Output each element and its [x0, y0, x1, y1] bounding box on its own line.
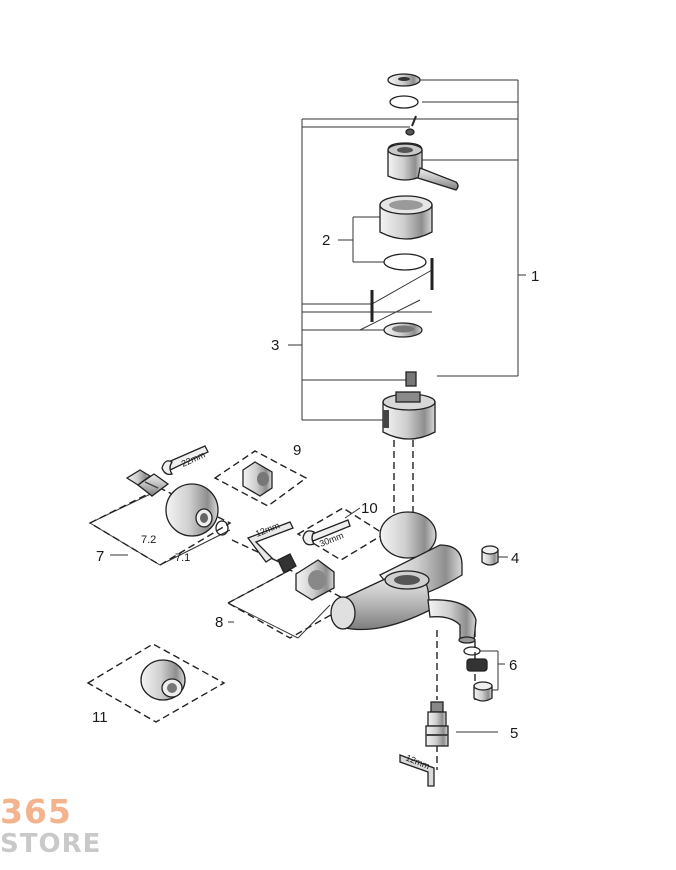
mixer-body [330, 511, 477, 644]
cap-part [387, 73, 421, 87]
label-8: 8 [215, 614, 223, 631]
label-10: 10 [361, 500, 378, 517]
cartridge-part [382, 371, 436, 440]
wall-rosette [165, 483, 219, 537]
label-7-2: 7.2 [141, 534, 156, 546]
label-1: 1 [531, 268, 539, 285]
label-7: 7 [96, 548, 104, 565]
logo-word: STORE [0, 829, 102, 859]
sleeve-part [379, 195, 433, 240]
spanner-30 [302, 519, 351, 546]
label-7-1: 7.1 [175, 552, 190, 564]
hex-key-12 [246, 521, 294, 563]
hex-key-bottom [399, 754, 435, 787]
bearing-ring [383, 322, 423, 338]
label-5: 5 [510, 725, 518, 742]
label-9: 9 [293, 442, 301, 459]
o-ring-top [389, 95, 419, 109]
part-labels: 1 2 3 4 5 6 7 7.1 7.2 8 9 10 11 [92, 232, 539, 742]
eccentric-parts [277, 553, 335, 601]
logo-number: 365 [0, 792, 72, 831]
label-6: 6 [509, 657, 517, 674]
o-ring-large [383, 253, 427, 271]
label-11: 11 [92, 709, 108, 726]
store-logo: 365 STORE [0, 792, 102, 860]
pins [370, 258, 434, 322]
label-4: 4 [511, 550, 519, 567]
washer-part [215, 520, 229, 536]
label-3: 3 [271, 337, 279, 354]
spanner-22 [161, 445, 209, 476]
nipple-connector [125, 469, 170, 497]
valve-part [425, 701, 449, 747]
leader-lines [89, 79, 526, 733]
nut-part-9 [242, 461, 273, 497]
lever-handle [387, 142, 459, 191]
plug-cap [481, 545, 499, 566]
cover-rosette-11 [140, 659, 186, 701]
label-2: 2 [322, 232, 330, 249]
aerator-parts [463, 646, 493, 702]
screw-small [405, 115, 417, 136]
